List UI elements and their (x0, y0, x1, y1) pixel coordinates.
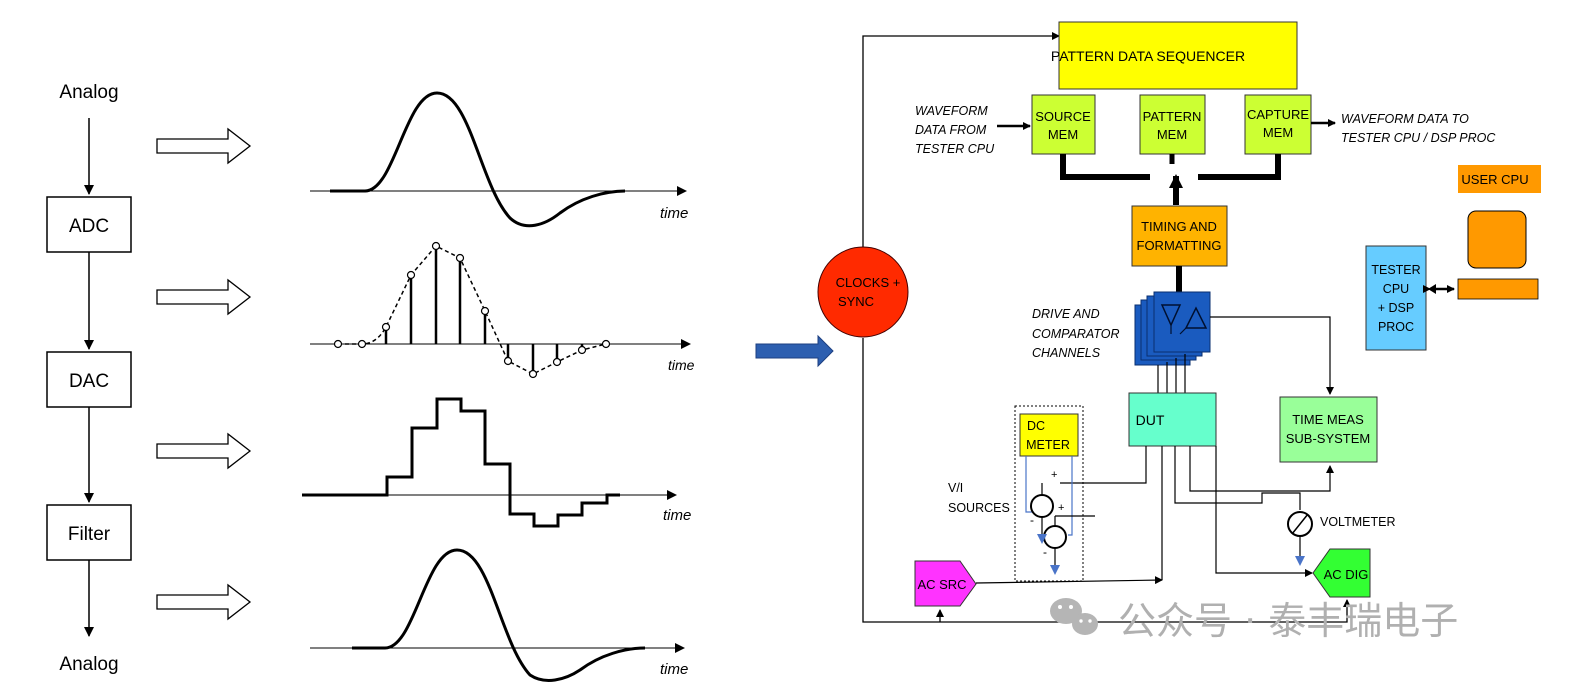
hollow-arrow-icon (156, 583, 252, 621)
ac-src-block (914, 560, 977, 607)
time-label: time (668, 357, 695, 373)
pattern-mem-label-1: PATTERN (1143, 109, 1202, 124)
waveform-analog: time (310, 91, 688, 228)
capture-mem-label-1: CAPTURE (1247, 107, 1309, 122)
dac-label: DAC (69, 371, 109, 392)
waveform-in-label-1: WAVEFORM (915, 104, 988, 118)
tester-cpu-label-4: PROC (1378, 320, 1414, 334)
tester-cpu-label-2: CPU (1383, 282, 1409, 296)
time-meas-label-1: TIME MEAS (1292, 412, 1364, 427)
clocks-label-1: CLOCKS + (836, 275, 901, 290)
drive-label-3: CHANNELS (1032, 346, 1101, 360)
capture-mem-block (1244, 94, 1312, 155)
ac-dig-label: AC DIG (1324, 567, 1369, 582)
timing-formatting-block (1131, 205, 1228, 267)
time-label: time (663, 507, 691, 524)
dut-block (1128, 392, 1217, 447)
dac-block (46, 351, 132, 408)
time-label: time (660, 205, 688, 222)
voltmeter-label: VOLTMETER (1320, 515, 1395, 529)
waveform-in-label-3: TESTER CPU (915, 142, 995, 156)
source-mem-block (1031, 94, 1096, 155)
source-mem-label-1: SOURCE (1035, 109, 1091, 124)
analog-top-label: Analog (59, 82, 118, 103)
wechat-icon (1050, 598, 1098, 635)
signal-chain: Analog ADC DAC Filter Analog (46, 82, 132, 675)
monitor-icon (1467, 210, 1527, 269)
hollow-arrows (156, 127, 252, 621)
hollow-arrow-icon (156, 432, 252, 470)
pattern-mem-label-2: MEM (1157, 127, 1187, 142)
ac-src-label: AC SRC (917, 577, 966, 592)
filter-block (46, 504, 132, 561)
tester-cpu-label-3: + DSP (1378, 301, 1414, 315)
dc-meter-block (1019, 413, 1079, 457)
drive-label-1: DRIVE AND (1032, 307, 1100, 321)
waveform-out-label-1: WAVEFORM DATA TO (1341, 112, 1469, 126)
transition-arrow-icon (755, 334, 834, 368)
clocks-sync-block (817, 246, 909, 338)
plus-sign: + (1051, 469, 1057, 481)
time-meas-label-2: SUB-SYSTEM (1286, 431, 1371, 446)
waveform-staircase: time (302, 397, 691, 528)
timing-label-2: FORMATTING (1137, 238, 1222, 253)
minus-sign: - (1030, 513, 1034, 527)
minus-sign: - (1043, 545, 1047, 559)
keyboard-icon (1457, 278, 1539, 300)
dc-meter-label-2: METER (1026, 438, 1070, 452)
tester-diagram: PATTERN DATA SEQUENCER SOURCE MEM PATTER… (817, 21, 1541, 623)
pattern-mem-block (1139, 94, 1206, 155)
drive-label-2: COMPARATOR (1032, 327, 1120, 341)
plus-sign: + (1058, 502, 1064, 514)
drive-comparator-stack (1134, 291, 1211, 366)
watermark-text: 公众号 · 泰丰瑞电子 (1118, 599, 1458, 643)
pattern-data-sequencer-label: PATTERN DATA SEQUENCER (1051, 48, 1245, 64)
source-mem-label-2: MEM (1048, 127, 1078, 142)
user-cpu-tag (1458, 165, 1541, 193)
current-source-icon (1043, 525, 1067, 549)
user-cpu-label: USER CPU (1461, 172, 1528, 187)
hollow-arrow-icon (156, 278, 252, 316)
analog-bottom-label: Analog (59, 654, 118, 675)
adc-label: ADC (69, 216, 109, 237)
filter-label: Filter (68, 524, 111, 545)
waveform-in-label-2: DATA FROM (915, 123, 987, 137)
watermark: 公众号 · 泰丰瑞电子 (1050, 598, 1458, 643)
clocks-label-2: SYNC (838, 294, 874, 309)
time-meas-block (1279, 396, 1378, 463)
capture-mem-label-2: MEM (1263, 125, 1293, 140)
tester-cpu-block (1365, 245, 1427, 351)
dut-label: DUT (1136, 412, 1165, 428)
hollow-arrow-icon (156, 127, 252, 165)
time-label: time (660, 661, 688, 678)
waveform-filtered: time (310, 548, 688, 682)
vi-sources-box (1014, 405, 1084, 582)
current-source-icon (1030, 494, 1054, 518)
waveform-out-label-2: TESTER CPU / DSP PROC (1341, 131, 1496, 145)
timing-label-1: TIMING AND (1141, 219, 1217, 234)
ac-dig-block (1312, 548, 1371, 598)
vi-sources-label-1: V/I (948, 481, 963, 495)
pattern-data-sequencer-block (1058, 21, 1298, 90)
waveform-sampled: time (310, 241, 695, 379)
dc-meter-label-1: DC (1027, 419, 1045, 433)
tester-cpu-label-1: TESTER (1371, 263, 1420, 277)
vi-sources-label-2: SOURCES (948, 501, 1010, 515)
